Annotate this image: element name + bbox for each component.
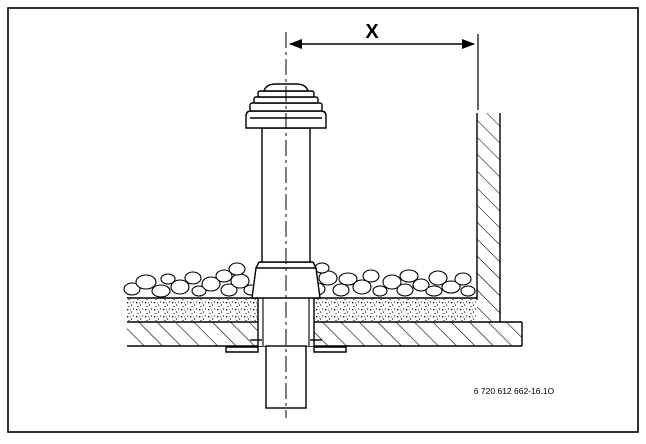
dimension-x xyxy=(289,34,479,110)
gravel-layer xyxy=(123,262,476,298)
frame-border xyxy=(7,7,639,433)
roof-slab xyxy=(127,321,523,347)
flue-terminal-cap xyxy=(245,83,327,129)
dimension-label: X xyxy=(365,21,379,43)
figure-id: 6 720 612 662-16.1O xyxy=(474,386,555,396)
wall xyxy=(476,113,501,322)
mounting-clamps xyxy=(225,339,347,353)
